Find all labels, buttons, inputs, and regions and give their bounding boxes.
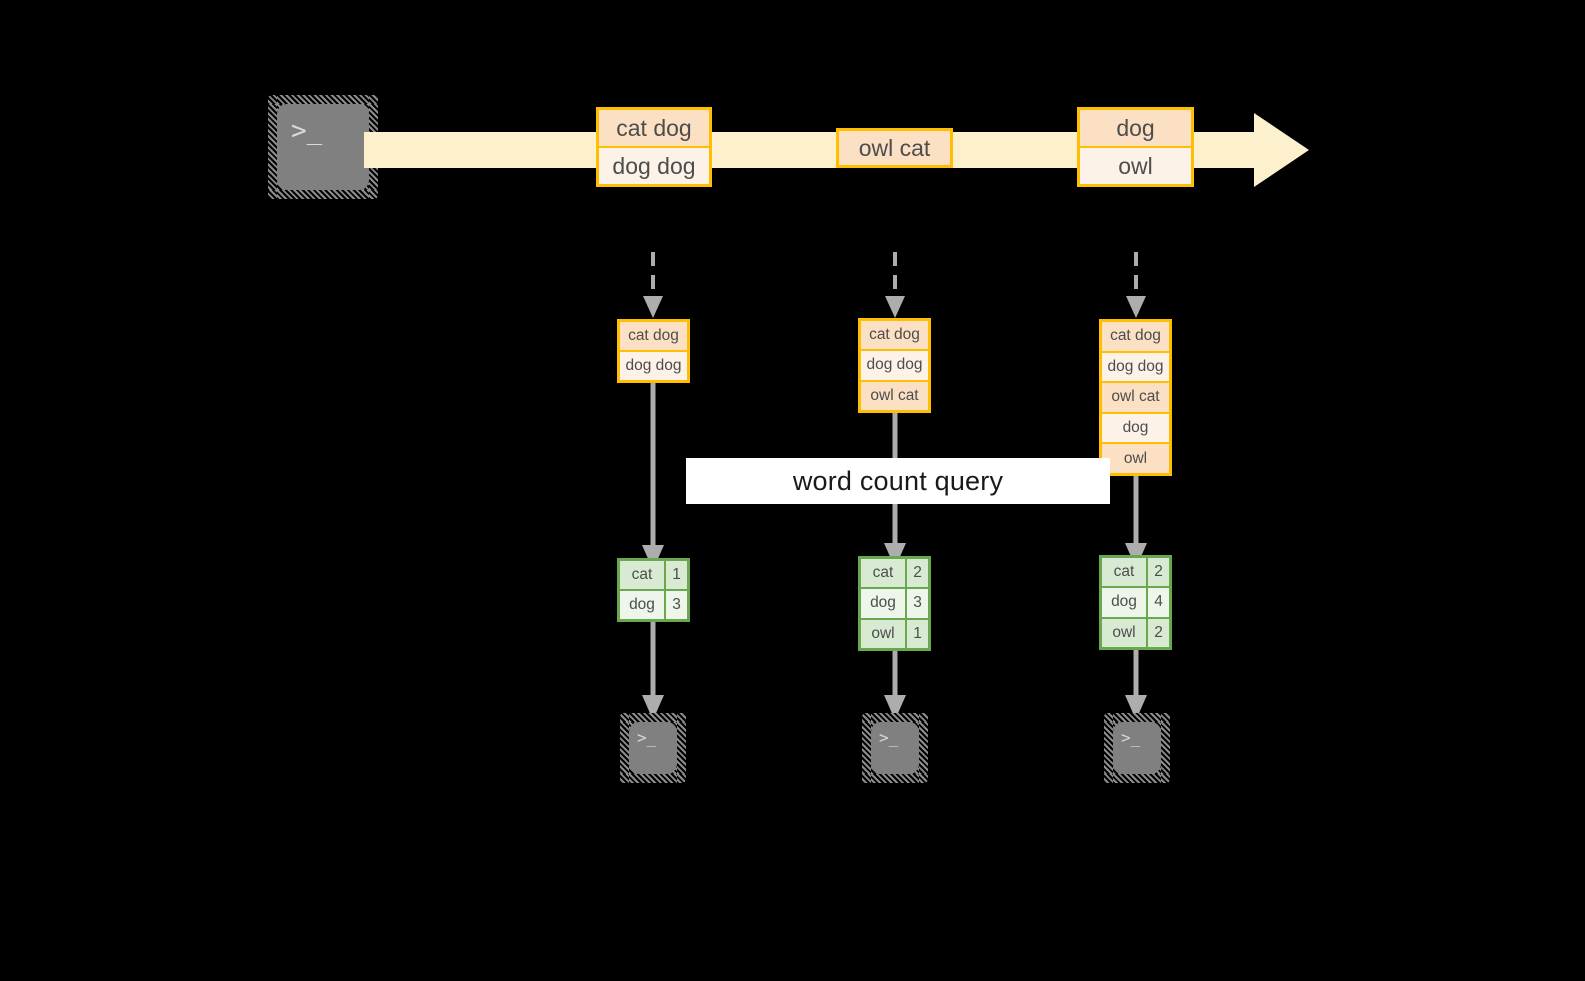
- result-count: 2: [1148, 558, 1169, 587]
- stream-record-group-1: cat dog dog dog: [596, 107, 712, 187]
- terminal-screen: [1113, 722, 1161, 774]
- stream-record-group-2: owl cat: [836, 128, 953, 168]
- result-word: dog: [861, 589, 907, 618]
- terminal-prompt-glyph: >_: [291, 116, 323, 146]
- result-row: cat 2: [1102, 558, 1169, 589]
- terminal-screen: [629, 722, 677, 774]
- result-row: dog 3: [861, 589, 928, 620]
- snapshot-record: dog dog: [861, 351, 928, 382]
- result-row: dog 4: [1102, 588, 1169, 619]
- result-row: cat 2: [861, 559, 928, 590]
- snapshot-record: cat dog: [861, 321, 928, 352]
- source-terminal-icon: >_: [268, 95, 378, 199]
- result-count: 3: [907, 589, 928, 618]
- sink-terminal-icon-1: >_: [620, 713, 686, 783]
- sink-connector-1: [640, 620, 666, 720]
- result-row: dog 3: [620, 591, 687, 619]
- result-word: cat: [1102, 558, 1148, 587]
- sink-terminal-icon-3: >_: [1104, 713, 1170, 783]
- trigger-arrow-2: [882, 252, 908, 318]
- result-count: 2: [907, 559, 928, 588]
- snapshot-record: cat dog: [1102, 322, 1169, 353]
- result-word: cat: [620, 561, 666, 589]
- result-table-3: cat 2 dog 4 owl 2: [1099, 555, 1172, 650]
- stream-record: owl cat: [839, 131, 950, 165]
- trigger-arrow-1: [640, 252, 666, 318]
- result-word: owl: [1102, 618, 1148, 647]
- sink-terminal-icon-2: >_: [862, 713, 928, 783]
- result-word: dog: [1102, 588, 1148, 617]
- snapshot-input-2: cat dog dog dog owl cat: [858, 318, 931, 413]
- snapshot-input-1: cat dog dog dog: [617, 319, 690, 383]
- terminal-prompt-glyph: >_: [879, 728, 899, 747]
- sink-connector-3: [1123, 650, 1149, 720]
- query-banner: word count query: [686, 458, 1110, 504]
- result-count: 3: [666, 591, 687, 619]
- result-table-2: cat 2 dog 3 owl 1: [858, 556, 931, 651]
- result-row: owl 2: [1102, 618, 1169, 647]
- snapshot-record: owl: [1102, 444, 1169, 473]
- stream-record: owl: [1080, 148, 1191, 184]
- stream-record: cat dog: [599, 110, 709, 148]
- result-word: dog: [620, 591, 666, 619]
- query-label: word count query: [792, 465, 1004, 496]
- result-count: 1: [666, 561, 687, 589]
- snapshot-record: dog dog: [620, 352, 687, 380]
- sink-connector-2: [882, 650, 908, 720]
- result-word: owl: [861, 619, 907, 648]
- trigger-arrow-3: [1123, 252, 1149, 318]
- snapshot-record: dog dog: [1102, 352, 1169, 384]
- snapshot-record: cat dog: [620, 322, 687, 352]
- result-row: cat 1: [620, 561, 687, 591]
- snapshot-record: dog: [1102, 413, 1169, 445]
- terminal-prompt-glyph: >_: [637, 728, 657, 747]
- stream-record-group-3: dog owl: [1077, 107, 1194, 187]
- stream-record: dog dog: [599, 148, 709, 184]
- terminal-screen: [871, 722, 919, 774]
- result-row: owl 1: [861, 619, 928, 648]
- stream-record: dog: [1080, 110, 1191, 148]
- terminal-prompt-glyph: >_: [1121, 728, 1141, 747]
- query-connector-3: [1123, 472, 1149, 568]
- result-count: 1: [907, 619, 928, 648]
- result-count: 2: [1148, 618, 1169, 647]
- result-table-1: cat 1 dog 3: [617, 558, 690, 622]
- snapshot-record: owl cat: [1102, 383, 1169, 414]
- snapshot-record: owl cat: [861, 381, 928, 410]
- snapshot-input-3: cat dog dog dog owl cat dog owl: [1099, 319, 1172, 476]
- terminal-screen: [277, 104, 369, 190]
- result-word: cat: [861, 559, 907, 588]
- query-connector-1: [640, 380, 666, 570]
- result-count: 4: [1148, 588, 1169, 617]
